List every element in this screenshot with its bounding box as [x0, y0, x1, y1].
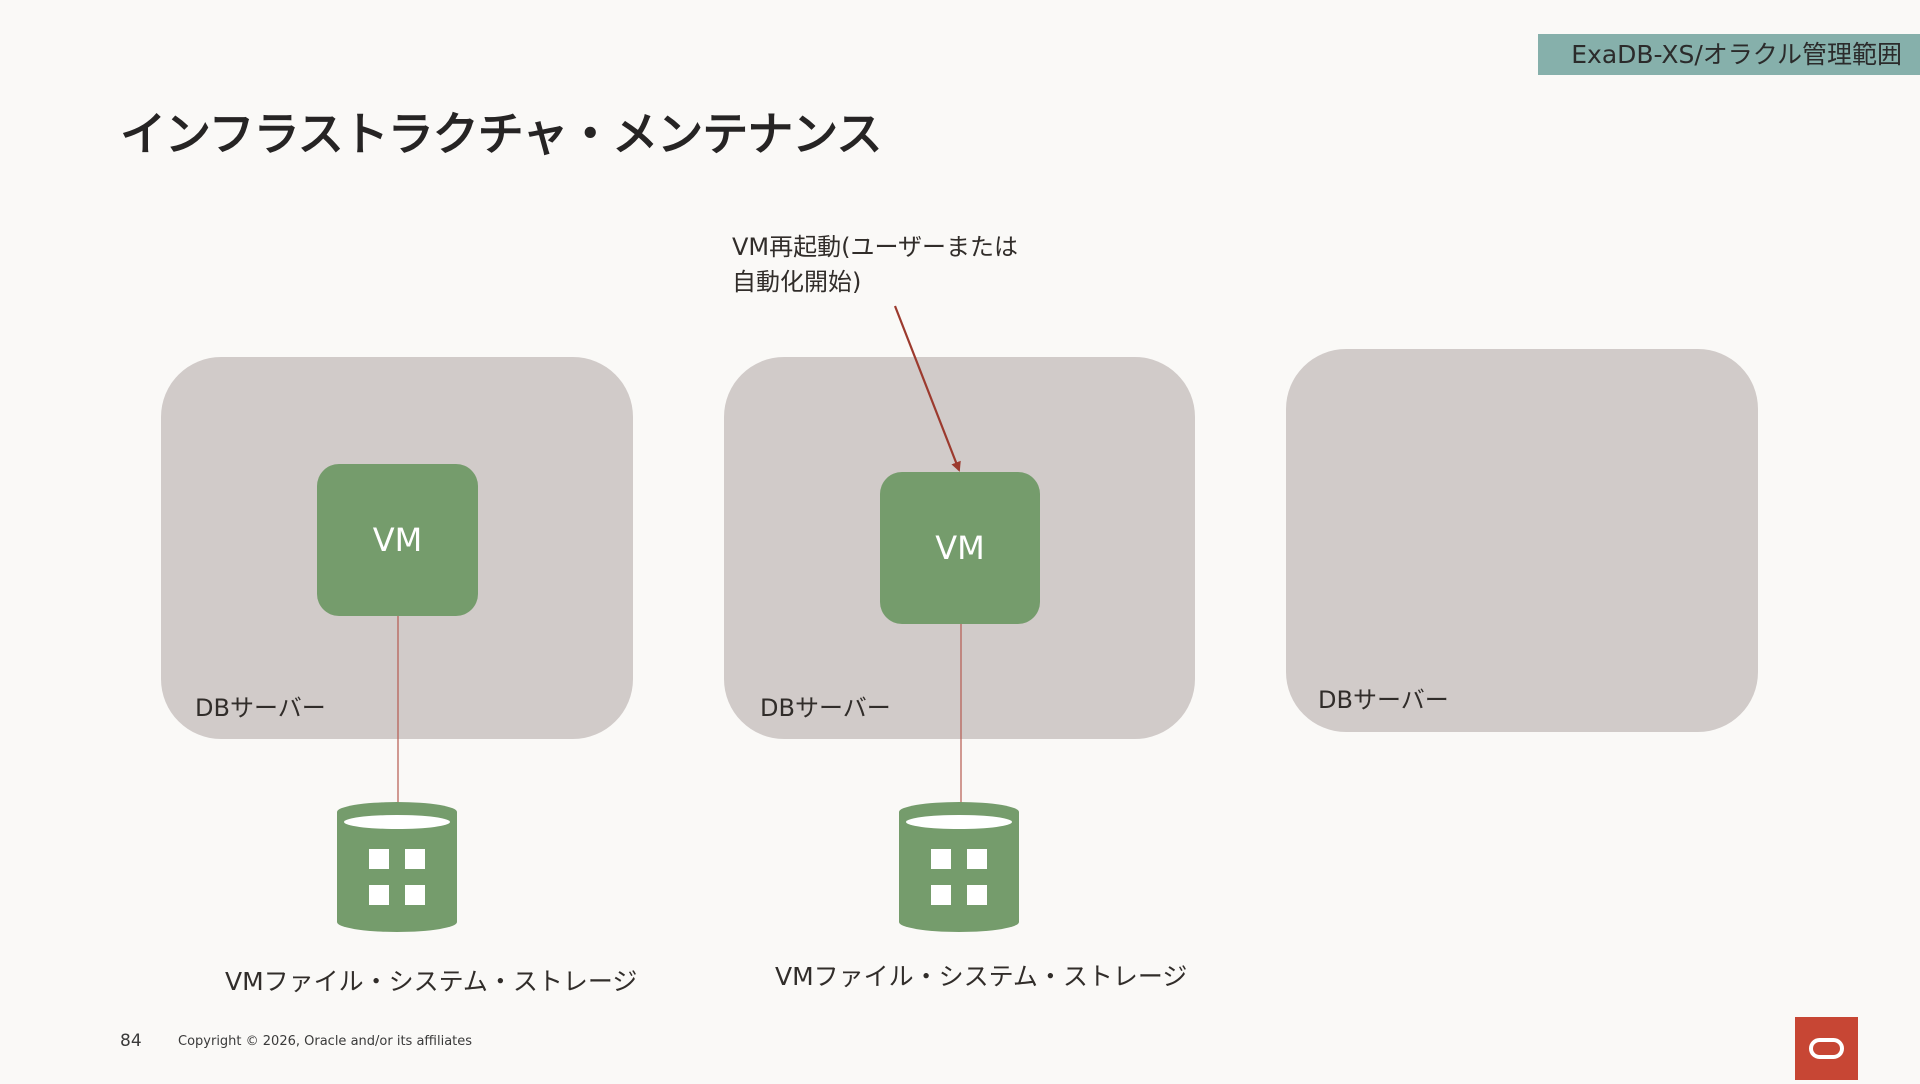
storage-database-icon — [337, 802, 457, 932]
restart-annotation: VM再起動(ユーザーまたは 自動化開始) — [732, 230, 1018, 300]
db-server-label-2: DBサーバー — [760, 694, 891, 722]
vm-box-2: VM — [880, 472, 1040, 624]
db-server-label-3: DBサーバー — [1318, 686, 1449, 714]
page-number: 84 — [120, 1031, 142, 1051]
page-title: インフラストラクチャ・メンテナンス — [120, 107, 882, 161]
storage-label-2: VMファイル・システム・ストレージ — [775, 962, 1188, 991]
scope-badge: ExaDB-XS/オラクル管理範囲 — [1538, 34, 1920, 75]
annotation-line-2: 自動化開始) — [732, 268, 862, 296]
restart-arrow — [893, 305, 961, 472]
storage-label-1: VMファイル・システム・ストレージ — [225, 967, 638, 996]
oracle-logo-icon — [1795, 1017, 1858, 1080]
db-server-label-1: DBサーバー — [195, 694, 326, 722]
copyright-text: Copyright © 2026, Oracle and/or its affi… — [178, 1034, 473, 1049]
vm-box-1: VM — [317, 464, 478, 616]
db-server-box-3 — [1286, 349, 1758, 732]
storage-database-icon — [899, 802, 1019, 932]
annotation-line-1: VM再起動(ユーザーまたは — [732, 233, 1019, 261]
